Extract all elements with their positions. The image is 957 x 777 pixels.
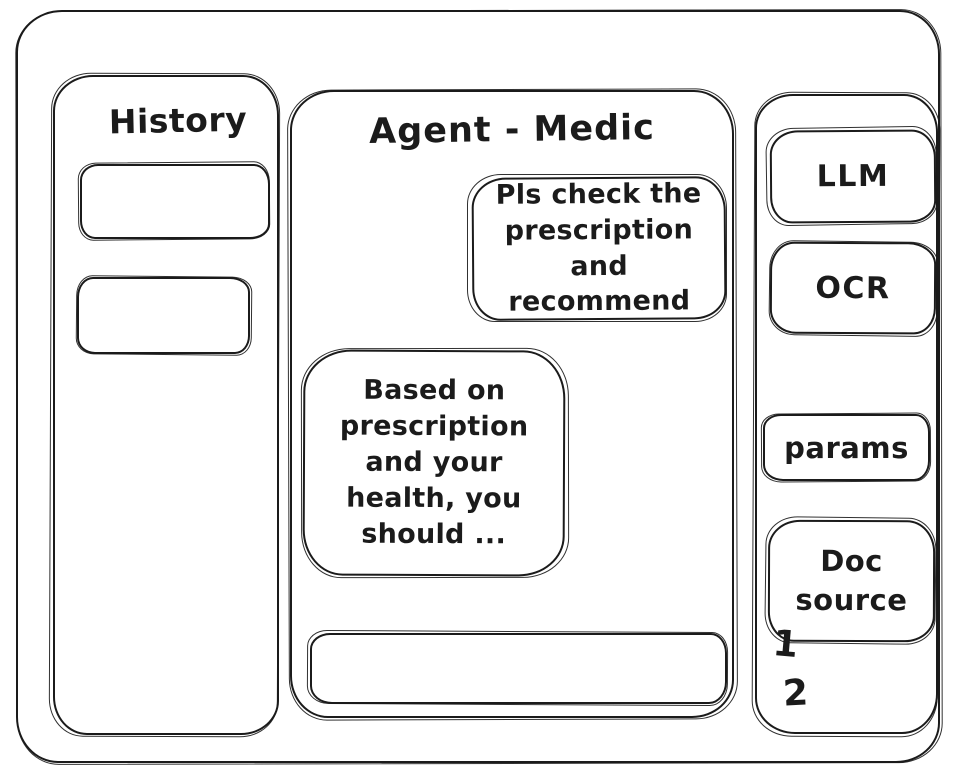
params-button[interactable]: params	[763, 414, 930, 481]
llm-button[interactable]: LLM	[769, 129, 937, 224]
history-item[interactable]	[77, 277, 250, 354]
user-message-bubble: Pls check the prescription and recommend	[471, 176, 727, 321]
ocr-button[interactable]: OCR	[769, 241, 937, 335]
history-panel-title: History	[108, 99, 248, 142]
annotation-number-1: 1	[771, 622, 800, 667]
message-input[interactable]	[310, 633, 727, 704]
annotation-number-2: 2	[781, 672, 810, 715]
chat-title: Agent - Medic	[368, 108, 656, 152]
history-panel: History	[53, 75, 279, 735]
chat-panel: Agent - Medic Pls check the prescription…	[290, 90, 734, 718]
app-window-frame: History Agent - Medic Pls check the pres…	[16, 10, 940, 763]
assistant-message-bubble: Based on prescription and your health, y…	[302, 349, 566, 577]
tools-panel: LLM OCR params Doc source 1 2	[755, 94, 938, 734]
history-item[interactable]	[80, 164, 270, 239]
